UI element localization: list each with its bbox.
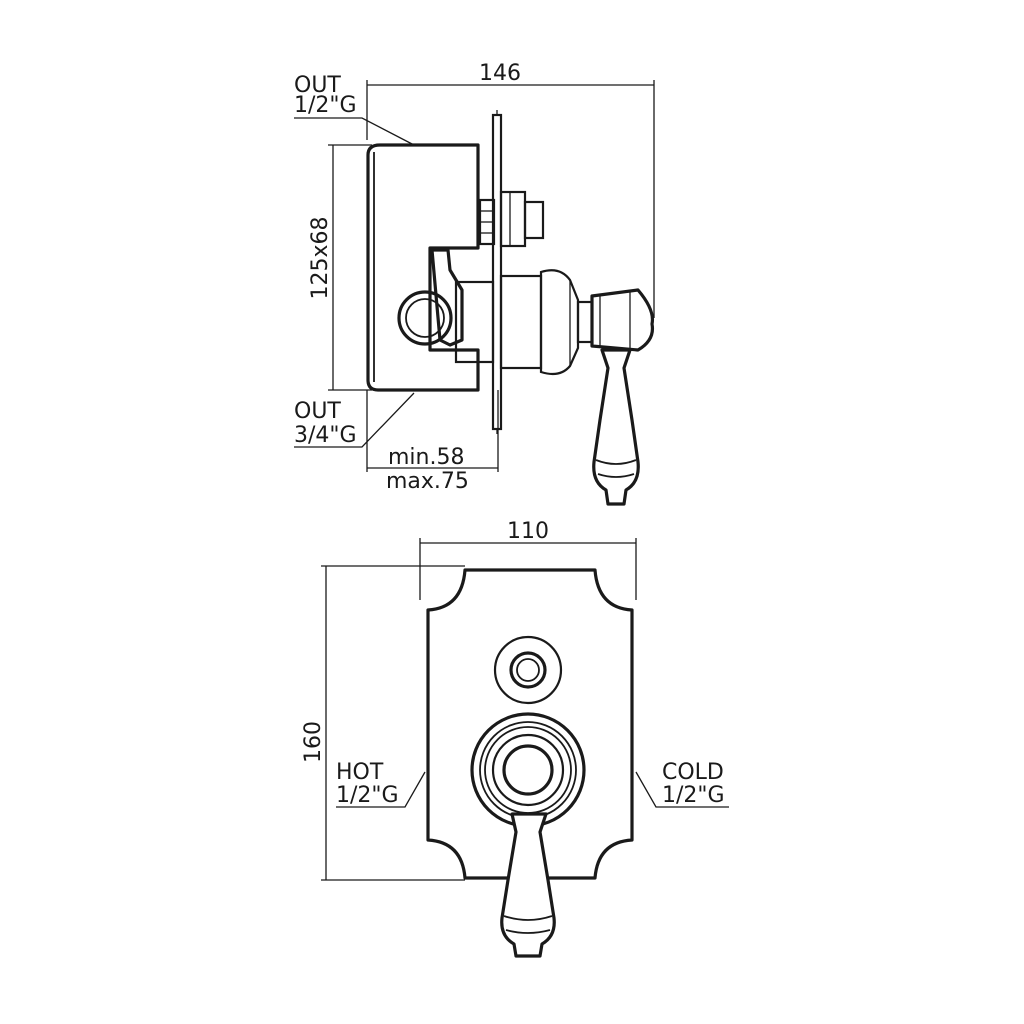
dim-depth: min.58 max.75	[366, 390, 499, 494]
dim-110: 110	[419, 519, 637, 600]
dim-160-label: 160	[301, 721, 326, 763]
dim-146: 146	[366, 61, 655, 318]
hot-line2: 1/2"G	[336, 783, 399, 808]
out-top-line1: OUT	[294, 73, 341, 98]
dim-125x68: 125x68	[308, 144, 372, 391]
dim-min-label: min.58	[388, 445, 464, 470]
label-out-top: OUT 1/2"G	[294, 73, 415, 146]
dim-max-label: max.75	[386, 469, 469, 494]
dim-146-label: 146	[479, 61, 521, 86]
out-top-line2: 1/2"G	[294, 93, 357, 118]
diverter-stem	[478, 190, 545, 248]
lever-handle-front	[500, 812, 556, 958]
outlet-elbow	[397, 248, 464, 347]
out-bottom-line2: 3/4"G	[294, 423, 357, 448]
label-hot: HOT 1/2"G	[336, 760, 426, 808]
dim-125x68-label: 125x68	[308, 216, 333, 299]
front-view: 110 160 HOT 1/2"G COLD 1/2"G	[301, 519, 729, 958]
dim-110-label: 110	[507, 519, 549, 544]
label-cold: COLD 1/2"G	[635, 760, 729, 808]
dim-160: 160	[301, 565, 465, 881]
lever-handle-side	[592, 348, 640, 506]
mixer-rosette	[470, 712, 586, 828]
cold-line2: 1/2"G	[662, 783, 725, 808]
wall-plate-front	[426, 568, 634, 880]
cold-line1: COLD	[662, 760, 724, 785]
label-out-bottom: OUT 3/4"G	[294, 392, 415, 448]
diverter-knob	[493, 635, 563, 705]
out-bottom-line1: OUT	[294, 399, 341, 424]
cartridge-assembly	[454, 269, 655, 376]
hot-line1: HOT	[336, 760, 384, 785]
valve-body	[366, 143, 480, 392]
side-view: 146 125x68 min.58 max.75 OUT 1/2"G OUT 3…	[294, 61, 655, 506]
wall-plate-side	[491, 113, 503, 431]
